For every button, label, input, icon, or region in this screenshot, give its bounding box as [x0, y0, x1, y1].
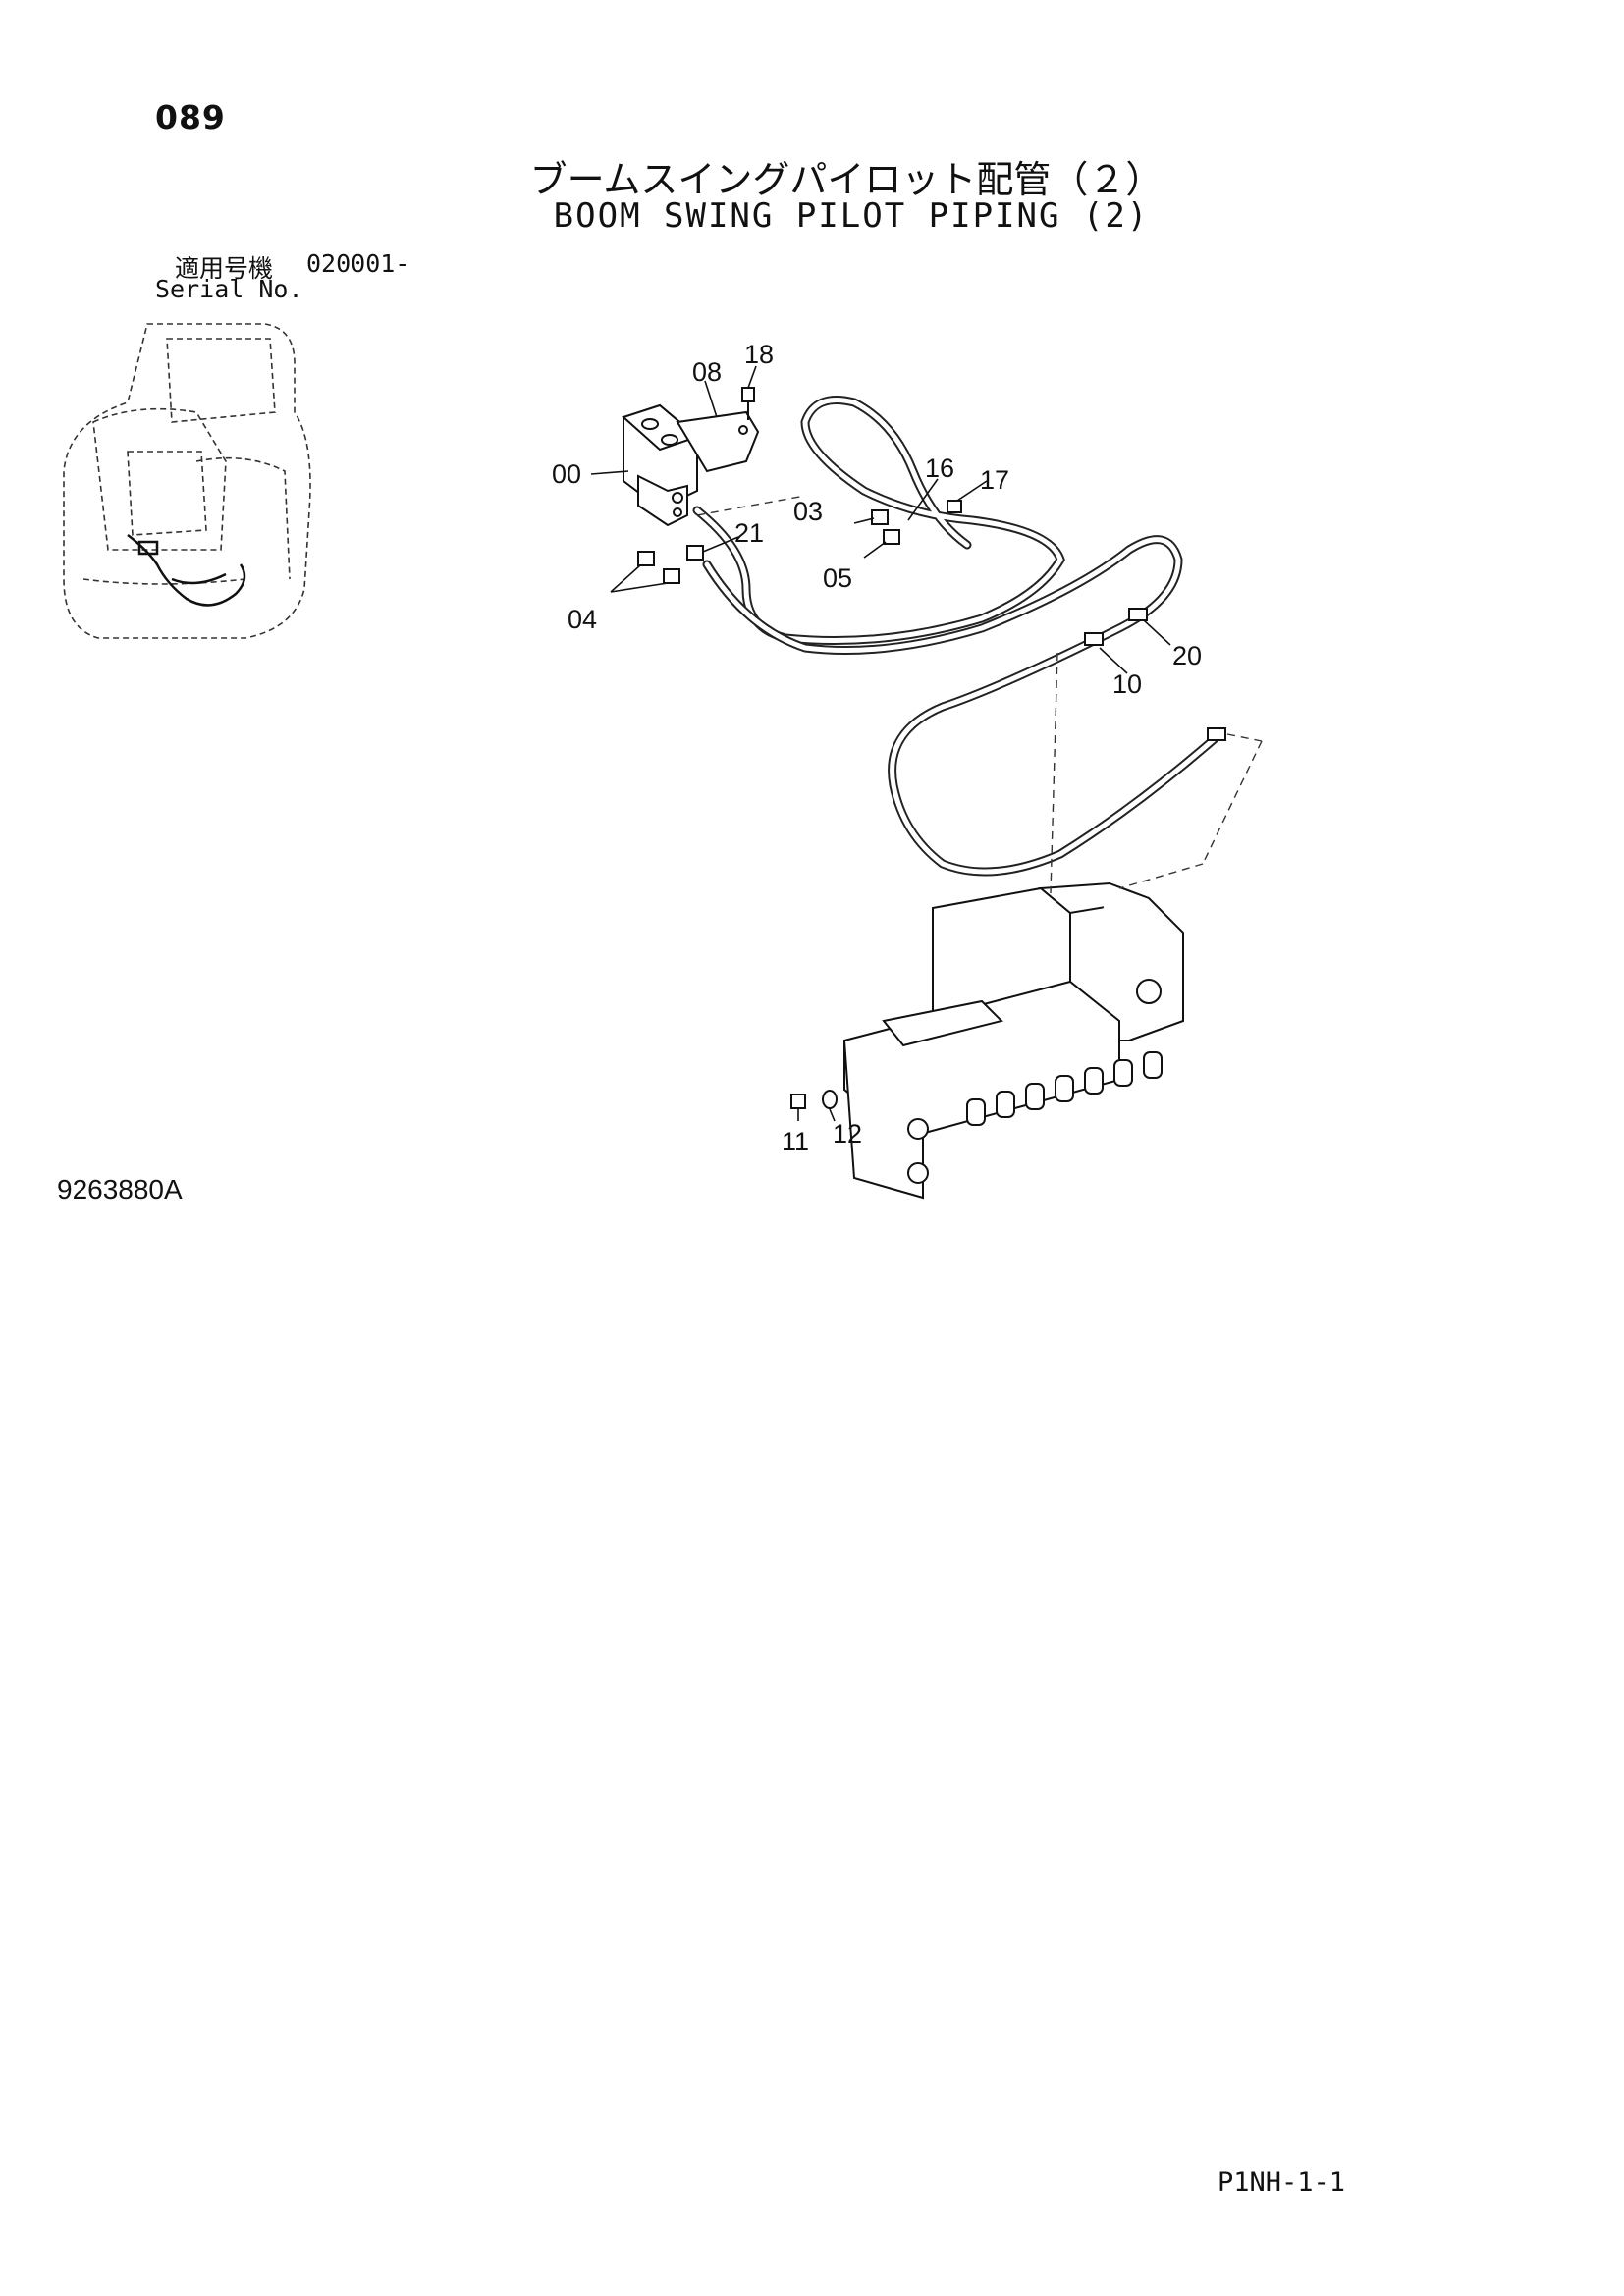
fitting-end: [1207, 727, 1226, 741]
pilot-valve: [622, 403, 699, 527]
drawing-number: 9263880A: [57, 1174, 183, 1204]
washer-12: [822, 1090, 838, 1109]
page-title-english: BOOM SWING PILOT PIPING (2): [553, 196, 1150, 236]
fitting-04b: [663, 568, 680, 584]
fitting-21: [686, 545, 704, 561]
hose-long-loop-inner: [704, 537, 1220, 875]
page-number: 089: [155, 98, 226, 136]
spool-ends: [966, 1051, 1163, 1126]
fitting-17: [947, 500, 962, 513]
fitting-03: [871, 509, 889, 525]
callout-04: 04: [568, 605, 597, 634]
control-valve-block: [843, 881, 1184, 1200]
cab-location-thumbnail: [63, 323, 311, 639]
callout-18: 18: [744, 340, 774, 369]
bracket-08: [676, 410, 760, 473]
callout-17: 17: [980, 465, 1009, 495]
callout-08: 08: [692, 357, 722, 387]
leader-lines: [590, 365, 1171, 1122]
callout-12: 12: [833, 1119, 862, 1148]
page-title-japanese: ブームスイングパイロット配管（２）: [529, 158, 1164, 201]
nut-11: [790, 1094, 806, 1109]
projection-lines: [696, 495, 1263, 894]
fittings: [637, 500, 1226, 1109]
callout-20: 20: [1172, 641, 1202, 670]
fitting-05: [883, 529, 900, 545]
callout-11: 11: [782, 1127, 809, 1156]
fitting-20: [1128, 608, 1148, 621]
serial-label-japanese: 適用号機: [175, 254, 274, 283]
fitting-04a: [637, 551, 655, 566]
callout-05: 05: [823, 563, 852, 593]
cab-highlighted-component: [127, 534, 246, 607]
callout-21: 21: [734, 518, 764, 548]
callout-16: 16: [925, 454, 954, 483]
footer-code: P1NH-1-1: [1218, 2167, 1346, 2198]
hose-long-loop: [702, 535, 1222, 877]
fitting-10: [1084, 632, 1104, 646]
callout-03: 03: [793, 497, 823, 526]
callout-00: 00: [552, 459, 581, 489]
callout-10: 10: [1112, 669, 1142, 699]
serial-label-english: Serial No.: [155, 275, 303, 303]
serial-value: 020001-: [306, 249, 410, 278]
